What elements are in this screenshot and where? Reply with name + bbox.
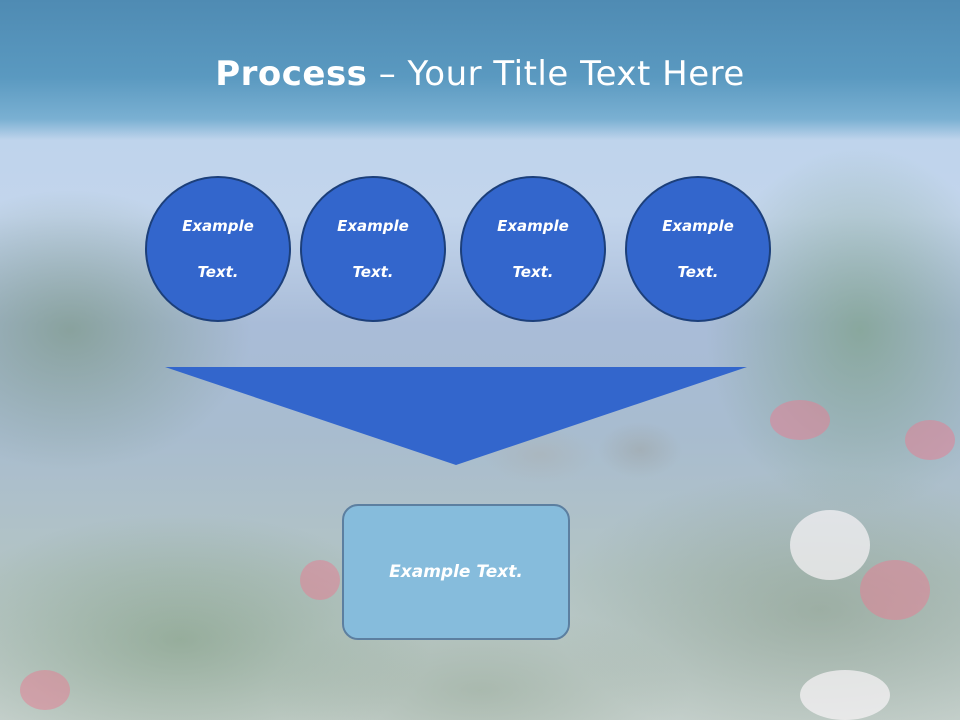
funnel-arrow — [165, 367, 747, 465]
title-bold: Process — [215, 54, 368, 94]
result-box[interactable]: Example Text. — [342, 504, 570, 640]
step-2-line1: Example — [337, 216, 409, 235]
step-1-line2: Text. — [197, 262, 239, 281]
step-2-line2: Text. — [352, 262, 394, 281]
step-4-line2: Text. — [677, 262, 719, 281]
step-3-line1: Example — [497, 216, 569, 235]
step-4-line1: Example — [662, 216, 734, 235]
result-label: Example Text. — [389, 562, 523, 582]
header-bar — [0, 0, 960, 140]
step-1-line1: Example — [182, 216, 254, 235]
funnel-triangle — [165, 367, 747, 465]
slide-title: Process – Your Title Text Here — [0, 52, 960, 96]
step-3-line2: Text. — [512, 262, 554, 281]
title-rest: – Your Title Text Here — [367, 54, 745, 94]
